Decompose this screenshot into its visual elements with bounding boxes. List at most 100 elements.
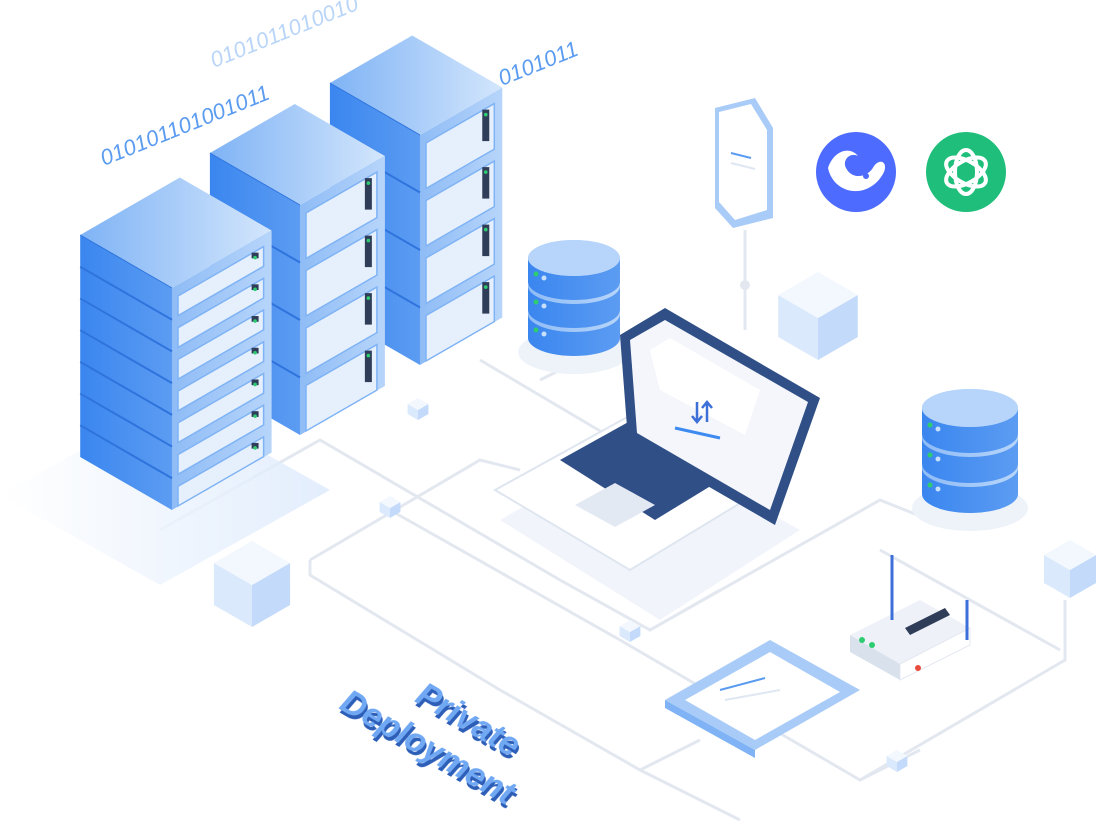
db-led xyxy=(935,486,941,492)
status-panel xyxy=(251,284,259,291)
status-led xyxy=(483,227,488,232)
server-rack-short-left-face xyxy=(80,235,172,510)
status-panel xyxy=(364,178,372,210)
rack-separator xyxy=(329,82,421,136)
laptop xyxy=(492,308,820,620)
rack-separator xyxy=(209,152,301,206)
cube-5 xyxy=(619,620,641,642)
transfer-arrows-icon xyxy=(691,400,713,424)
cube-top-face xyxy=(1044,540,1096,570)
status-led xyxy=(366,296,371,300)
cube-2 xyxy=(1044,540,1096,598)
status-led xyxy=(366,181,371,185)
private-deployment-title: Private Deployment xyxy=(334,675,527,813)
cube-right-face xyxy=(818,295,858,360)
status-panel xyxy=(364,235,372,268)
cube-top-face xyxy=(886,750,908,762)
db-led xyxy=(935,456,941,462)
status-panel xyxy=(251,379,259,386)
cube-left-face xyxy=(886,756,897,772)
status-led xyxy=(253,382,257,387)
drive-bay xyxy=(177,277,265,349)
cube-left-face xyxy=(778,295,818,360)
drive-bay xyxy=(425,217,496,305)
transfer-window xyxy=(650,338,760,435)
rack-separator xyxy=(79,234,173,289)
drive-bay xyxy=(177,245,265,317)
status-led xyxy=(253,287,257,292)
rack-separator xyxy=(79,329,173,385)
cube-0 xyxy=(778,272,858,360)
drive-bay xyxy=(425,102,496,190)
db-led xyxy=(927,422,933,428)
drive-bay xyxy=(305,228,378,318)
drive-bay xyxy=(177,372,265,444)
network-connection-lines xyxy=(159,230,1067,822)
drive-bay xyxy=(177,308,265,381)
rack-separator xyxy=(79,392,173,448)
status-panel xyxy=(482,109,490,142)
cube-right-face xyxy=(897,756,908,772)
router xyxy=(850,555,971,681)
status-led xyxy=(366,353,371,358)
status-led xyxy=(483,285,488,289)
status-panel xyxy=(251,252,259,259)
status-led xyxy=(253,414,257,418)
phone-connector-node xyxy=(740,280,750,290)
rack-separator xyxy=(79,424,173,480)
drive-bay xyxy=(425,274,496,363)
drive-bay xyxy=(305,170,378,260)
status-led xyxy=(253,319,257,323)
cube-top-face xyxy=(778,272,858,318)
cube-right-face xyxy=(630,626,641,642)
rack-separator xyxy=(79,265,173,321)
drive-bay xyxy=(177,435,265,508)
databases xyxy=(518,240,1028,531)
server-rack-short-top-face xyxy=(80,177,272,288)
cube-left-face xyxy=(1044,555,1070,598)
status-panel xyxy=(364,293,372,325)
db-led xyxy=(541,275,547,281)
tablet xyxy=(665,640,860,758)
progress-line xyxy=(674,426,721,440)
drive-bay xyxy=(177,340,265,413)
cube-top-face xyxy=(213,541,291,585)
cube-top-face xyxy=(407,398,429,410)
db-top xyxy=(922,389,1018,427)
db-led xyxy=(533,271,539,277)
cube-6 xyxy=(886,750,908,772)
server-rack-tall-top-face xyxy=(329,35,503,135)
cube-right-face xyxy=(418,404,429,420)
cube-right-face xyxy=(1070,555,1096,598)
smartphone xyxy=(715,98,773,228)
db-led xyxy=(541,303,547,309)
drive-bay xyxy=(177,403,265,476)
status-panel xyxy=(482,282,490,314)
database-right xyxy=(912,389,1028,531)
db-led xyxy=(533,327,539,333)
cube-top-face xyxy=(619,620,641,632)
db-led xyxy=(927,452,933,458)
status-panel xyxy=(251,347,259,354)
binary-string-short: 0101011 xyxy=(495,36,582,91)
server-racks xyxy=(79,35,503,510)
cube-left-face xyxy=(619,626,630,642)
cube-1 xyxy=(213,541,291,627)
db-led xyxy=(541,331,547,337)
status-led xyxy=(366,238,371,243)
db-led xyxy=(533,299,539,305)
status-led xyxy=(253,350,257,355)
database-center xyxy=(518,240,630,374)
binary-string-faded: 0101011010010 xyxy=(207,0,363,73)
status-panel xyxy=(482,224,490,257)
status-panel xyxy=(251,316,259,322)
status-panel xyxy=(251,411,259,417)
cube-left-face xyxy=(213,563,252,627)
drive-bay xyxy=(305,285,378,375)
cube-left-face xyxy=(407,404,418,420)
db-top xyxy=(528,240,620,276)
status-led xyxy=(483,112,488,117)
drive-bay xyxy=(425,159,496,248)
db-led xyxy=(935,426,941,432)
